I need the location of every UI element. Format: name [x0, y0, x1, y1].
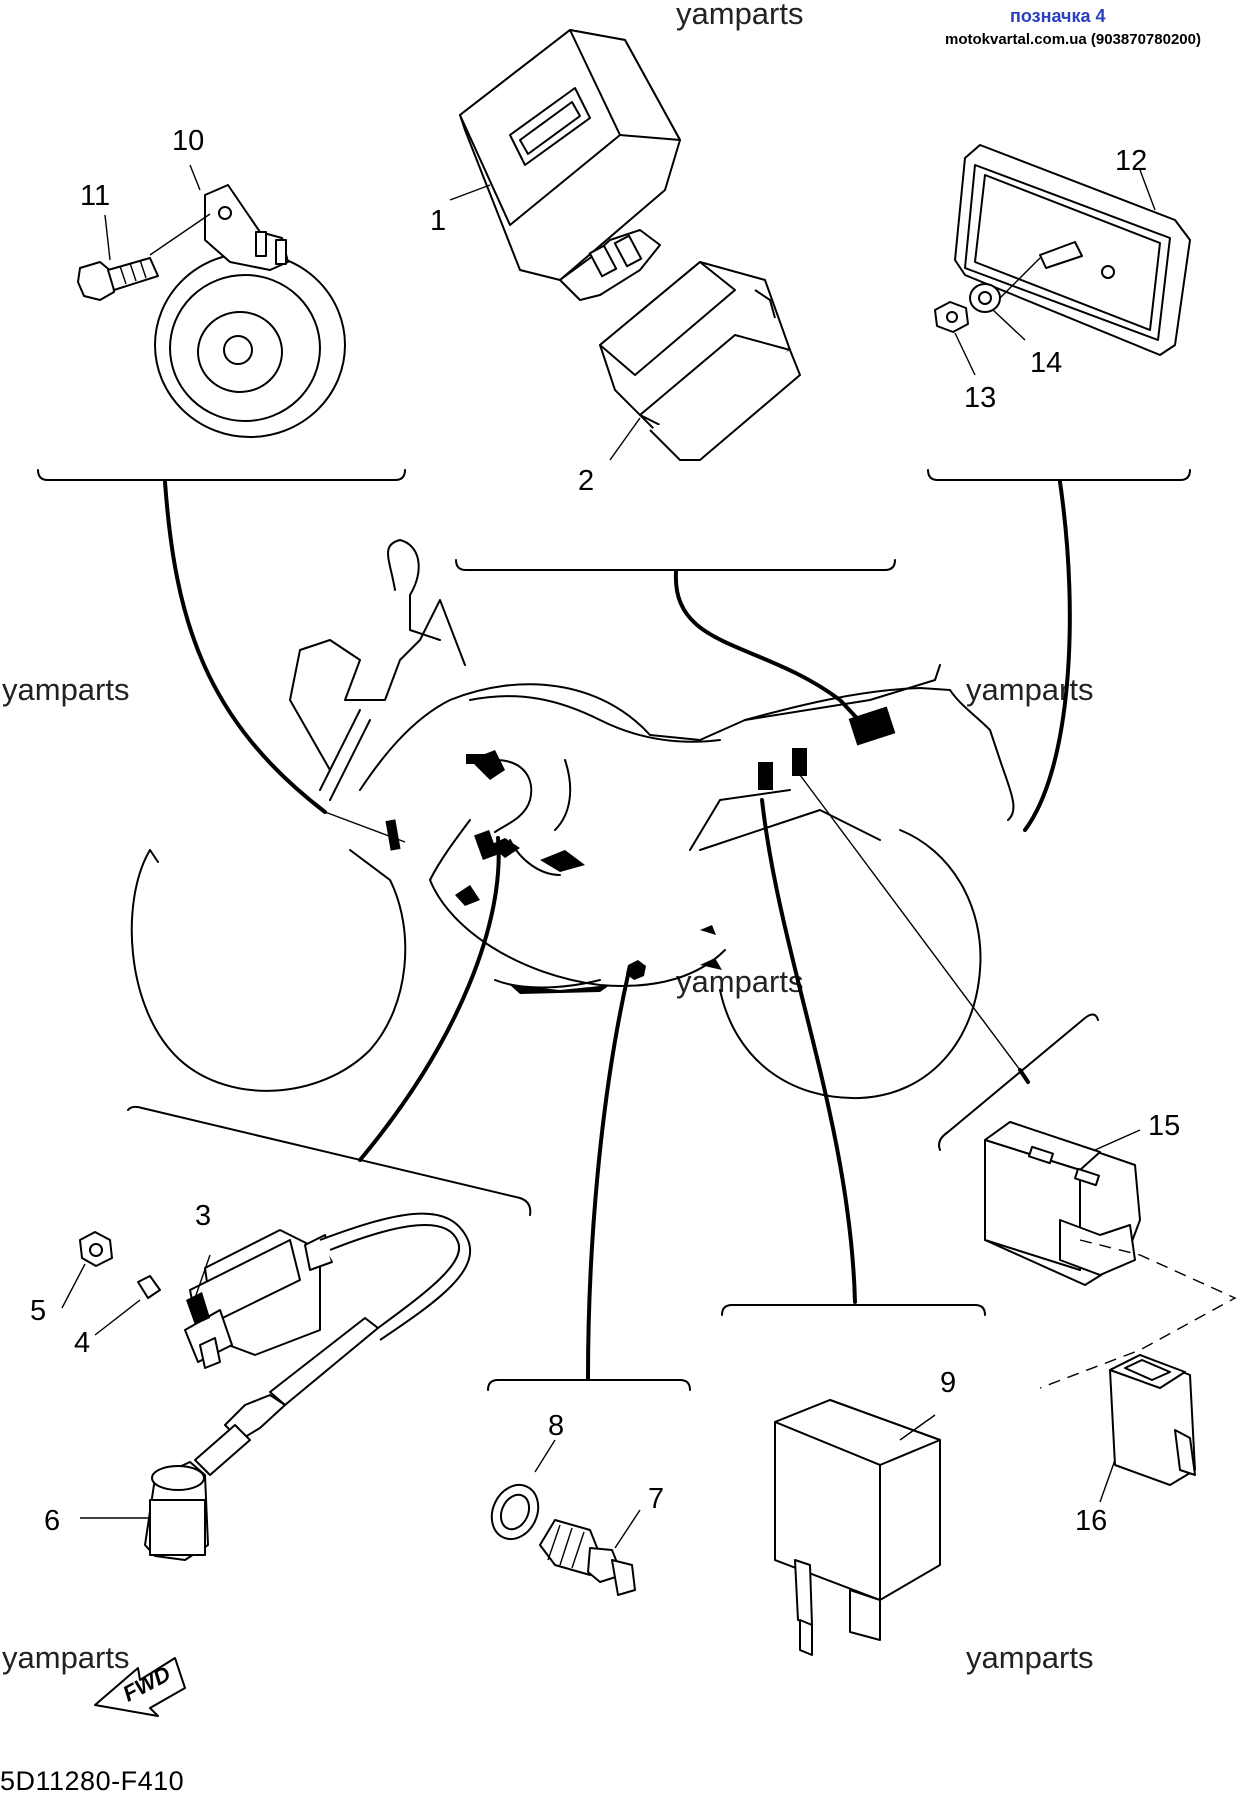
ecu-unit-part [459, 29, 681, 301]
callout-line-3 [194, 1254, 211, 1299]
callout-6: 6 [44, 1505, 60, 1537]
callout-line-12 [1139, 169, 1156, 211]
bracket-ignition [127, 1105, 532, 1216]
callout-16: 16 [1075, 1505, 1107, 1537]
callout-line-7 [614, 1509, 641, 1549]
callout-8: 8 [548, 1410, 564, 1442]
leader-ignition [358, 836, 501, 1162]
collar-part [137, 1275, 161, 1299]
callout-11: 11 [80, 180, 110, 212]
diagram-code: 5D11280-F410 [0, 1766, 184, 1796]
locator-flasher [758, 762, 773, 790]
leader-ecu [673, 570, 870, 732]
callout-line-9 [899, 1414, 936, 1441]
callout-7: 7 [648, 1483, 664, 1515]
callout-3: 3 [195, 1200, 211, 1232]
callout-line-16 [1099, 1459, 1116, 1503]
dashed-link-relay-fuse [1039, 1239, 1237, 1389]
gasket-part [490, 1483, 540, 1541]
callout-line-13 [954, 332, 976, 376]
watermark: yamparts [676, 0, 803, 31]
neutral-switch-part [539, 1519, 636, 1596]
fuse-holder-part [1109, 1354, 1196, 1486]
leader-reflector [1023, 480, 1072, 832]
locator-relay [792, 748, 807, 776]
bracket-relay [938, 1013, 1099, 1151]
locator-wire [494, 759, 533, 833]
callout-line-5 [61, 1263, 86, 1309]
header-source: motokvartal.com.ua (903870780200) [945, 31, 1201, 48]
leader-sensor [586, 973, 630, 1380]
ecu-bracket-part [599, 261, 801, 461]
bolt-part [77, 257, 159, 301]
watermark: yamparts [2, 672, 129, 707]
leader-relay [799, 774, 1021, 1071]
watermark: yamparts [2, 1640, 129, 1675]
callout-line-14 [992, 309, 1026, 341]
callout-line-10 [149, 213, 211, 256]
reflector-part [954, 144, 1191, 356]
hightension-lead-inner [329, 1224, 461, 1329]
header-tag: позначка 4 [1010, 6, 1106, 26]
callout-line-15 [1094, 1129, 1141, 1151]
callout-line-2 [609, 417, 641, 461]
relay-part [984, 1121, 1141, 1286]
callout-line-8 [534, 1439, 556, 1473]
watermark: yamparts [676, 964, 803, 999]
locator-coil [474, 830, 498, 860]
callout-1: 1 [430, 205, 446, 237]
flasher-relay-part [774, 1399, 941, 1656]
bracket-sensor [487, 1379, 691, 1391]
callout-9: 9 [940, 1367, 956, 1399]
leader-flasher [760, 798, 857, 1304]
callout-2: 2 [578, 465, 594, 497]
spark-plug-cap-part [144, 1394, 286, 1561]
locator-sensor [626, 960, 646, 980]
watermark: yamparts [966, 1640, 1093, 1675]
leader-relay-end [1018, 1068, 1030, 1084]
callout-line-11 [104, 214, 111, 261]
callout-12: 12 [1115, 145, 1147, 177]
locator-coil-wire [466, 754, 494, 764]
washer-part [969, 283, 1001, 313]
horn-part [154, 184, 346, 438]
forward-arrow-icon [94, 1657, 186, 1717]
callout-line-10b [189, 164, 201, 191]
leader-horn [163, 480, 327, 814]
callout-line-4 [94, 1299, 141, 1336]
hightension-lead-sleeve [269, 1317, 379, 1406]
locator-horn [385, 819, 401, 851]
ignition-coil-part [184, 1229, 333, 1369]
motorcycle-outline [130, 539, 1015, 1100]
watermark: yamparts [966, 672, 1093, 707]
callout-line-1 [449, 184, 491, 201]
locator-ecu [848, 706, 896, 746]
nut-part [934, 301, 969, 333]
bracket-reflector [927, 469, 1191, 481]
callout-4: 4 [74, 1327, 90, 1359]
bracket-ecu [455, 559, 896, 571]
callout-line-12b [999, 257, 1041, 299]
bracket-flasher [721, 1304, 986, 1316]
nut-coil-part [79, 1231, 113, 1267]
callout-13: 13 [964, 382, 996, 414]
callout-5: 5 [30, 1295, 46, 1327]
callout-10: 10 [172, 125, 204, 157]
bracket-horn [37, 469, 406, 481]
callout-15: 15 [1148, 1110, 1180, 1142]
callout-14: 14 [1030, 347, 1062, 379]
